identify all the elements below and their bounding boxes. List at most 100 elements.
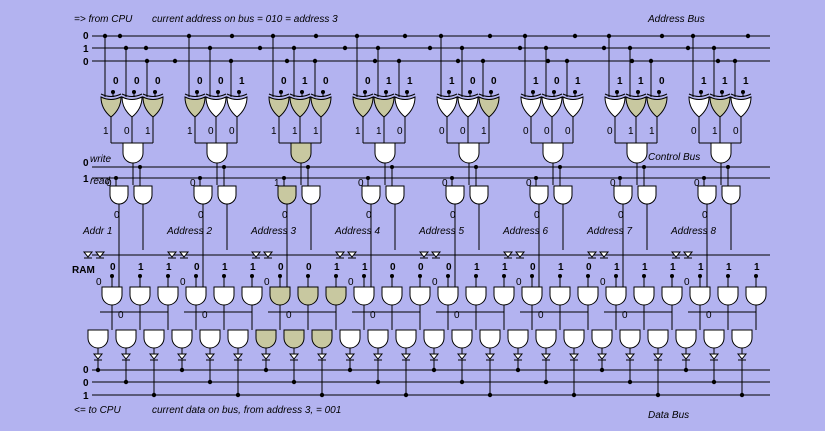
bus-tap-dot [228,58,234,64]
compare-output-label: 0 [460,126,466,137]
data-bus-value-0: 0 [83,365,89,376]
write-and-gate [385,185,405,205]
bus-tap-dot [144,58,150,64]
xnor-gate [226,96,248,118]
bus-junction-dot [313,33,319,39]
xnor-gate [478,96,500,118]
ram-bit-label: 0 [418,262,424,273]
compare-output-label: 1 [271,126,277,137]
write-and-gate [301,185,321,205]
bus-tap-dot [438,33,444,39]
ram-bit-label: 1 [362,262,368,273]
ram-cell-gate [437,286,459,306]
gate-input-curve [121,93,143,97]
xnor-gate [184,96,206,118]
bus-tap-dot [354,33,360,39]
bus-junction-dot [572,33,578,39]
code-bit-label: 0 [491,76,497,87]
compare-output-label: 0 [208,126,214,137]
bus-junction-dot [342,45,348,51]
address-and-gate [626,142,648,164]
address-and-gate [290,142,312,164]
ram-cell-gate [241,286,263,306]
ram-cell-gate [157,286,179,306]
enable-state-label: 0 [118,310,124,321]
ram-cell-gate [129,286,151,306]
write-and-gate [721,185,741,205]
write-tap-dot [558,165,562,169]
output-buffer [456,353,468,360]
address-and-gate [710,142,732,164]
xnor-gate [730,96,752,118]
ram-bit-label: 0 [110,262,116,273]
enable-state-label: 0 [454,310,460,321]
address-line-buffer [430,251,442,258]
ram-bit-label: 1 [474,262,480,273]
data-bus-dot [683,367,689,373]
ram-input-label: 0 [432,277,438,288]
read-input-label: 0 [610,178,616,189]
output-buffer [512,353,524,360]
bus-tap-dot [396,58,402,64]
data-bus-label: Data Bus [648,410,689,421]
ram-cell-gate [297,286,319,306]
xnor-gate [373,96,395,118]
address-label: Address 7 [586,226,632,237]
output-and-gate [395,329,417,349]
bus-junction-dot [545,58,551,64]
ram-bit-label: 1 [614,262,620,273]
read-output-label: 0 [618,210,624,221]
bus-tap-dot [648,58,654,64]
ram-cell-gate [409,286,431,306]
ram-bit-label: 0 [446,262,452,273]
data-bus-value-2: 1 [83,391,89,402]
output-buffer [288,353,300,360]
output-buffer [148,353,160,360]
data-bus-dot [599,367,605,373]
read-input-label: 0 [694,178,700,189]
output-and-gate [451,329,473,349]
output-buffer [540,353,552,360]
output-and-gate [675,329,697,349]
data-bus-dot [515,367,521,373]
compare-output-label: 0 [565,126,571,137]
gate-input-curve [394,93,416,97]
control-bus-label: Control Bus [648,152,700,163]
read-output-label: 0 [114,210,120,221]
ram-input-label: 0 [264,277,270,288]
read-input-label: 0 [106,178,112,189]
address-line-buffer [178,251,190,258]
enable-state-label: 0 [202,310,208,321]
ram-cell-gate [381,286,403,306]
read-output-label: 0 [366,210,372,221]
xnor-gate [604,96,626,118]
output-buffer [260,353,272,360]
bus-junction-dot [745,33,751,39]
bus-tap-dot [606,33,612,39]
xnor-gate [121,96,143,118]
xnor-gate [436,96,458,118]
address-label: Address 8 [670,226,716,237]
bus-junction-dot [487,33,493,39]
output-buffer [652,353,664,360]
read-input-label: 1 [274,178,280,189]
enable-state-label: 0 [706,310,712,321]
ram-cell-gate [717,286,739,306]
compare-output-label: 0 [733,126,739,137]
compare-output-label: 1 [355,126,361,137]
code-bit-label: 1 [743,76,749,87]
address-label: Address 5 [418,226,464,237]
address-bus-label: Address Bus [647,14,705,25]
bus-tap-dot [123,45,129,51]
output-and-gate [199,329,221,349]
address-line-buffer [250,251,262,258]
read-output-label: 0 [282,210,288,221]
write-tap-dot [306,165,310,169]
write-tap-dot [222,165,226,169]
ram-cell-gate [689,286,711,306]
gate-input-curve [520,93,542,97]
compare-output-label: 1 [376,126,382,137]
bus-junction-dot [517,45,523,51]
data-bus-dot [487,392,493,398]
gate-input-curve [457,93,479,97]
